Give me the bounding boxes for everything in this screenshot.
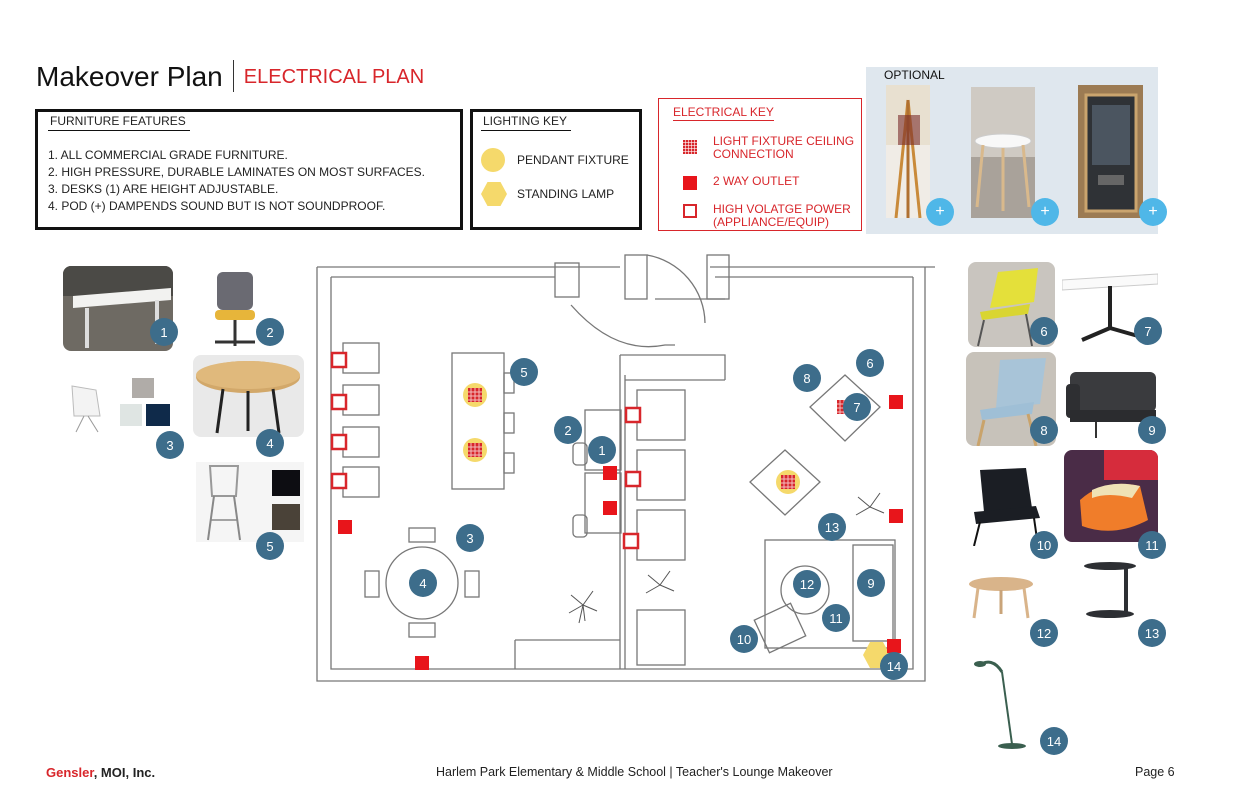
badge-stool: 5: [256, 532, 284, 560]
badge-lounge-chair: 10: [1030, 531, 1058, 559]
stool-swatches-photo: [196, 462, 304, 542]
badge-round-table: 4: [256, 429, 284, 457]
plan-badge-14: 14: [880, 652, 908, 680]
plan-badge-4: 4: [409, 569, 437, 597]
lamp-label: STANDING LAMP: [517, 187, 615, 201]
optional-label: OPTIONAL: [884, 68, 945, 82]
footer-page-number: Page 6: [1135, 765, 1175, 779]
standing-lamp-icon: [481, 182, 507, 206]
high-voltage-icon: [683, 204, 697, 218]
lighting-key-pendant-row: PENDANT FIXTURE: [473, 143, 639, 177]
plan-badge-1: 1: [588, 436, 616, 464]
plan-badge-9: 9: [857, 569, 885, 597]
badge-side-table: 13: [1138, 619, 1166, 647]
feature-item: 2. HIGH PRESSURE, DURABLE LAMINATES ON M…: [48, 165, 425, 179]
high-label-line2: (APPLIANCE/EQUIP): [713, 215, 830, 229]
outlet-label: 2 WAY OUTLET: [713, 174, 800, 188]
footer-project: Harlem Park Elementary & Middle School |…: [436, 765, 833, 779]
page-title: Makeover Plan ELECTRICAL PLAN: [36, 60, 424, 93]
feature-item: 3. DESKS (1) ARE HEIGHT ADJUSTABLE.: [48, 182, 279, 196]
ek-outlet-row: 2 WAY OUTLET: [683, 175, 799, 190]
badge-task-chair: 2: [256, 318, 284, 346]
furniture-features-heading: FURNITURE FEATURES: [48, 114, 190, 131]
plan-badge-3: 3: [456, 524, 484, 552]
furniture-features-box: FURNITURE FEATURES 1. ALL COMMERCIAL GRA…: [35, 109, 463, 230]
pendant-fixture-icon: [481, 148, 505, 172]
ceiling-label-line1: LIGHT FIXTURE CEILING: [713, 134, 855, 148]
pendant-label: PENDANT FIXTURE: [517, 153, 629, 167]
phone-pod-photo: [1078, 85, 1143, 218]
lighting-key-lamp-row: STANDING LAMP: [473, 177, 639, 211]
badge-coffee-table: 12: [1030, 619, 1058, 647]
lounge-chair-photo: [973, 468, 1040, 546]
round-side-table-photo: [971, 87, 1035, 218]
guest-chair-swatches-photo: [71, 378, 170, 433]
ek-highvoltage-row: HIGH VOLATGE POWER(APPLIANCE/EQUIP): [683, 203, 851, 229]
plan-badge-12: 12: [793, 570, 821, 598]
high-label-line1: HIGH VOLATGE POWER: [713, 202, 851, 216]
ceiling-label-line2: CONNECTION: [713, 147, 794, 161]
add-option-1-button[interactable]: +: [926, 198, 954, 226]
round-table-photo: [193, 355, 304, 437]
badge-side-chair-yellow: 6: [1030, 317, 1058, 345]
two-way-outlet-icon: [683, 176, 697, 190]
page-subtitle: ELECTRICAL PLAN: [243, 66, 425, 88]
side-chair-blue-photo: [966, 352, 1056, 446]
side-table-photo: [1084, 562, 1136, 618]
company-gensler: Gensler: [46, 765, 94, 780]
high-voltage-label: HIGH VOLATGE POWER(APPLIANCE/EQUIP): [713, 203, 851, 229]
plan-badge-11: 11: [822, 604, 850, 632]
company-rest: , MOI, Inc.: [93, 765, 156, 780]
floor-lamp-photo: [974, 660, 1026, 749]
plan-badge-13: 13: [818, 513, 846, 541]
badge-floor-lamp: 14: [1040, 727, 1068, 755]
title-text: Makeover Plan: [36, 61, 223, 92]
title-divider: [232, 60, 234, 92]
plan-badge-5: 5: [510, 358, 538, 386]
plan-badge-2: 2: [554, 416, 582, 444]
badge-cafe-table: 7: [1134, 317, 1162, 345]
add-option-2-button[interactable]: +: [1031, 198, 1059, 226]
side-chair-yellow-photo: [968, 262, 1055, 347]
plan-badge-7: 7: [843, 393, 871, 421]
lounge-sofa-photo: [1066, 372, 1156, 438]
coat-rack-photo: [886, 85, 930, 218]
cafe-table-photo: [1062, 273, 1158, 342]
ottoman-photo: [1064, 450, 1158, 542]
badge-side-chair-blue: 8: [1030, 416, 1058, 444]
lighting-key-box: LIGHTING KEY PENDANT FIXTURE STANDING LA…: [470, 109, 642, 230]
badge-guest-chair: 3: [156, 431, 184, 459]
electrical-key-heading: ELECTRICAL KEY: [673, 105, 774, 121]
feature-item: 4. POD (+) DAMPENDS SOUND BUT IS NOT SOU…: [48, 199, 386, 213]
badge-desk: 1: [150, 318, 178, 346]
lighting-key-heading: LIGHTING KEY: [481, 114, 572, 131]
badge-ottoman: 11: [1138, 531, 1166, 559]
add-option-3-button[interactable]: +: [1139, 198, 1167, 226]
ceiling-connection-icon: [683, 140, 697, 154]
coffee-table-photo: [969, 577, 1033, 619]
task-chair-photo: [215, 272, 255, 346]
footer-company: Gensler, MOI, Inc.: [46, 765, 155, 780]
feature-item: 1. ALL COMMERCIAL GRADE FURNITURE.: [48, 148, 288, 162]
furniture-features-list: 1. ALL COMMERCIAL GRADE FURNITURE. 2. HI…: [48, 147, 460, 215]
plan-badge-10: 10: [730, 625, 758, 653]
plan-badge-6: 6: [856, 349, 884, 377]
badge-sofa: 9: [1138, 416, 1166, 444]
plan-badge-8: 8: [793, 364, 821, 392]
